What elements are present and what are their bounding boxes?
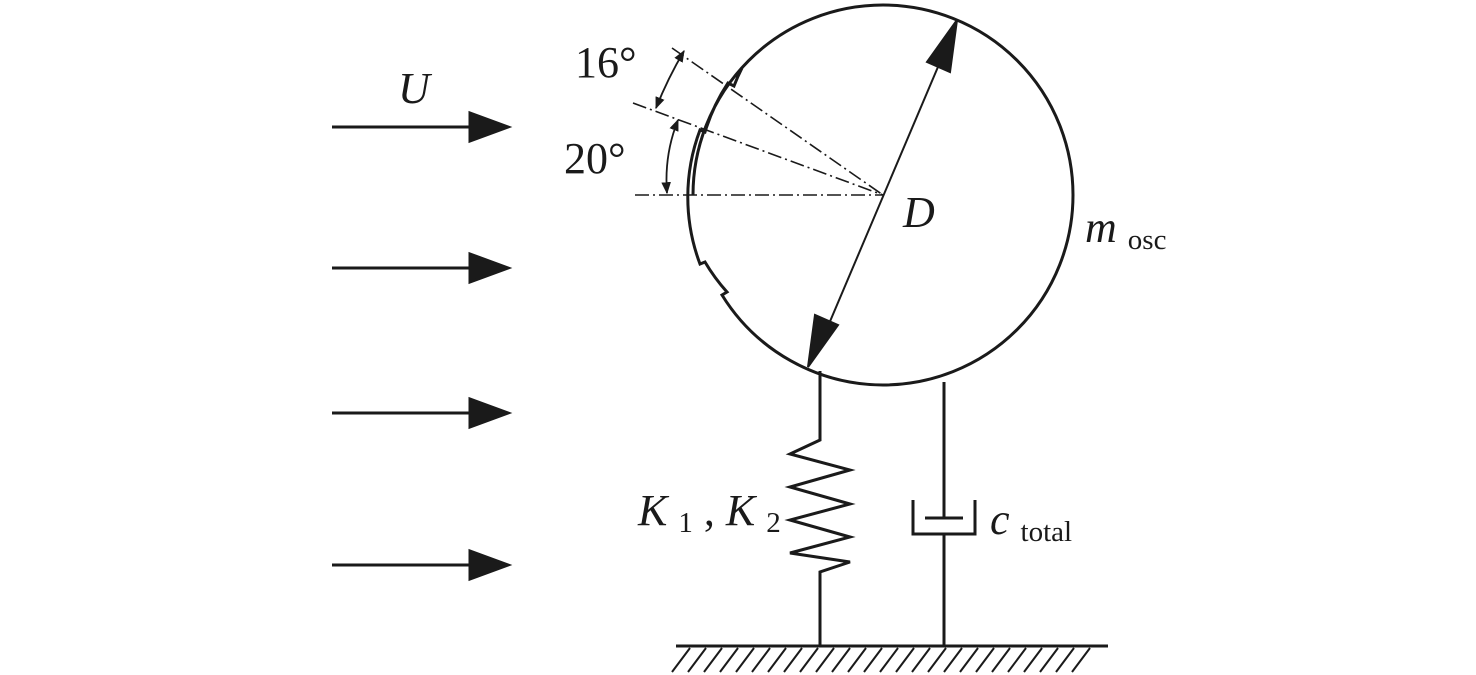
diameter-arrowhead-bottom [807, 313, 840, 368]
k2-subscript: 2 [766, 507, 781, 539]
damping-label: c total [990, 495, 1072, 548]
mass-label: m osc [1085, 203, 1166, 256]
ground-hatch-line [1007, 647, 1027, 673]
spring [784, 371, 856, 645]
cylinder-outline [686, 3, 1075, 387]
ground-hatch-line [943, 647, 963, 673]
flow-arrow-3 [332, 396, 513, 430]
ground-hatch-line [671, 647, 691, 673]
ground-hatch-line [703, 647, 723, 673]
angle-arc-20 [661, 118, 679, 195]
damper [911, 382, 977, 645]
diameter-arrowhead-top [925, 19, 958, 74]
flow-arrow-4 [332, 548, 513, 582]
angle-label-20: 20° [564, 134, 626, 183]
ground-hatch-line [847, 647, 867, 673]
ground-hatch-line [959, 647, 979, 673]
spring-coil [784, 371, 856, 645]
ground-hatch-line [815, 647, 835, 673]
flow-arrow-2 [332, 251, 513, 285]
ground-hatch-line [783, 647, 803, 673]
ground-hatch-line [1039, 647, 1059, 673]
ground-hatch-line [735, 647, 755, 673]
ground-hatch-line [767, 647, 787, 673]
angle-arc-16 [655, 49, 685, 110]
ground-hatch-line [1071, 647, 1091, 673]
diameter-label: D [902, 188, 935, 237]
spring-label-separator: , [704, 486, 726, 535]
flow-arrows [332, 110, 513, 582]
ground-hatch-line [799, 647, 819, 673]
flow-velocity-label: U [398, 64, 433, 113]
ground-hatch-line [687, 647, 707, 673]
ground-hatch-line [879, 647, 899, 673]
ground-hatch-line [1055, 647, 1075, 673]
mass-subscript: osc [1128, 224, 1167, 256]
angle-reference-lines [632, 47, 884, 196]
damping-subscript: total [1021, 516, 1073, 548]
k2-symbol: K [725, 486, 758, 535]
angle-label-16: 16° [575, 38, 637, 87]
k1-symbol: K [637, 486, 670, 535]
ground-hatch-line [831, 647, 851, 673]
ground-hatch-line [911, 647, 931, 673]
ground-hatch-line [863, 647, 883, 673]
mass-symbol: m [1085, 203, 1117, 252]
k1-subscript: 1 [678, 507, 693, 539]
ground-hatch-line [751, 647, 771, 673]
thirty-six-degree-line [671, 47, 884, 196]
angle-arcs [655, 49, 685, 195]
ground-hatching [671, 647, 1091, 673]
ground-hatch-line [975, 647, 995, 673]
ground-hatch-line [1023, 647, 1043, 673]
ground [671, 644, 1108, 673]
twenty-degree-line [632, 102, 884, 196]
cylinder [686, 3, 1075, 387]
diameter-arrow [807, 19, 958, 368]
spring-constant-label: K 1 , K 2 [637, 486, 781, 542]
damping-symbol: c [990, 495, 1010, 544]
ground-hatch-line [895, 647, 915, 673]
ground-hatch-line [719, 647, 739, 673]
ground-hatch-line [991, 647, 1011, 673]
flow-arrow-1 [332, 110, 513, 144]
ground-hatch-line [927, 647, 947, 673]
